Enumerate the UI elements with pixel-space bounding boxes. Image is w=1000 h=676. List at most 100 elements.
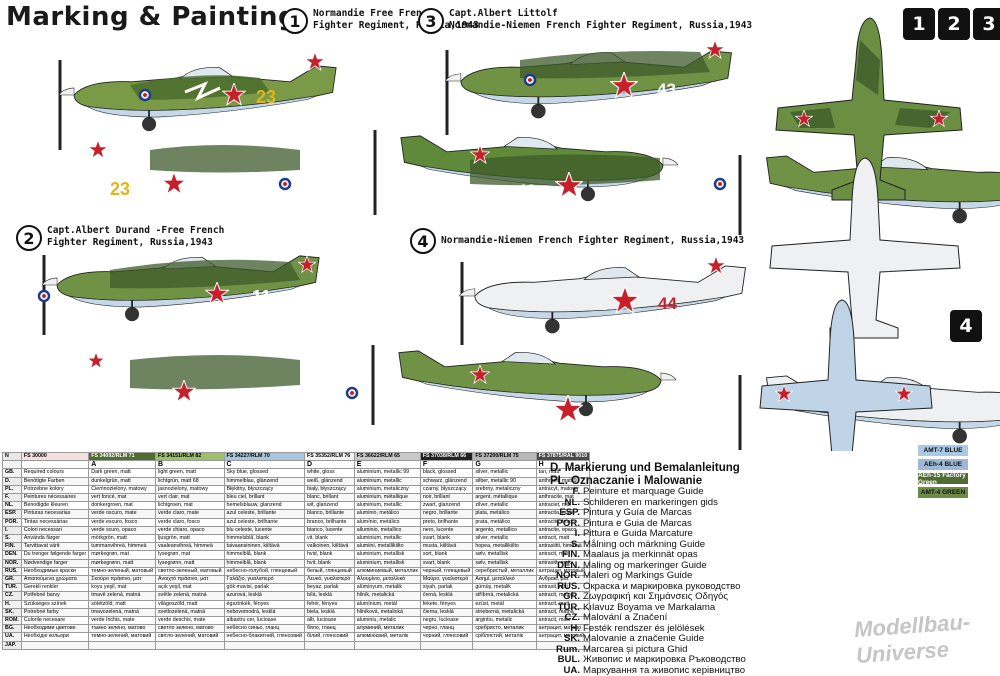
table-cell: gök mavisi, parlak (224, 584, 304, 592)
table-letter-cell: F (420, 461, 473, 469)
table-cell: tmavozelená, matná (89, 608, 156, 616)
table-cell: light green, matt (156, 469, 225, 477)
table-cell: H. (3, 600, 22, 608)
profile-scheme-3-right: 43 (470, 145, 1000, 235)
table-cell: negro, brillante (420, 510, 473, 518)
table-cell: negru, lucioase (420, 617, 473, 625)
table-letter-cell: A (89, 461, 156, 469)
table-cell: UA. (3, 633, 22, 641)
paint-swatch: AEh-4 BLUE (918, 459, 968, 470)
table-cell: mørkegrøn, mat (89, 551, 156, 559)
table-cell: himmelsblå, blank (224, 535, 304, 543)
table-header-cell: FS 37200/RLM 75 (473, 453, 536, 461)
table-header-cell: FS 30000 (21, 453, 88, 461)
table-cell: himmelblå, blank (224, 559, 304, 567)
table-header-cell: FS 37875/RAL 9010 (536, 453, 590, 461)
table-letter-cell: B (156, 461, 225, 469)
table-cell: himmelblå, blank (224, 551, 304, 559)
guide-text: Malovanie a značenie Guide (583, 633, 704, 644)
table-cell: nebovomodrá, lesklá (224, 608, 304, 616)
table-cell: alumínium, metál (354, 600, 420, 608)
guide-code: Rum. (550, 645, 580, 656)
table-cell: Required colours (21, 469, 88, 477)
table-cell: verde claro, mate (156, 510, 225, 518)
table-cell: FIN. (3, 543, 22, 551)
table-cell: Ciemnozielony, matowy (89, 485, 156, 493)
table-cell (21, 641, 88, 649)
table-cell: svetlozelená, matná (156, 608, 225, 616)
table-cell: NOR. (3, 559, 22, 567)
guide-text: Pintura e Guia de Marcas (583, 518, 692, 529)
profile-scheme-4-left: 44 (459, 256, 745, 345)
guide-text: Festék rendszer és jelölések (583, 623, 705, 634)
table-cell: albastru cer, lucioase (224, 617, 304, 625)
table-cell: biały, błyszczący (304, 485, 354, 493)
table-cell: aluminium, metallisk (354, 559, 420, 567)
guide-code: I. (550, 529, 580, 540)
table-cell: azul celeste, brilhante (224, 518, 304, 526)
table-letter-cell: C (224, 461, 304, 469)
table-cell: S. (3, 535, 22, 543)
table-cell (473, 641, 536, 649)
table-cell: schwarz, glänzend (420, 477, 473, 485)
table-cell: vit, blank (304, 535, 354, 543)
table-cell: argintiu, metalic (473, 617, 536, 625)
table-cell: Γαλάζιο, γυαλιστερό (224, 576, 304, 584)
table-cell: hliník, metalická (354, 592, 420, 600)
table-cell: zilver, metallic (473, 502, 536, 510)
table-cell: vert clair, mat (156, 494, 225, 502)
table-cell: beyaz, parlak (304, 584, 354, 592)
table-cell (89, 641, 156, 649)
table-cell: lysegrøn, mat (156, 551, 225, 559)
profile-scheme-2-right: 11 (87, 345, 675, 425)
table-cell: verde închis, mate (89, 617, 156, 625)
table-cell: Необходимые краски (21, 567, 88, 575)
table-letter-cell: D (304, 461, 354, 469)
table-header-cell: FS 36622/RLM 65 (354, 453, 420, 461)
table-cell: светло зелено, матово (156, 625, 225, 633)
paint-swatch: AEh-15 Factory Green (918, 473, 968, 484)
table-cell: сріблястий, металік (473, 633, 536, 641)
guide-code: ESP. (550, 508, 580, 519)
table-cell: Απαιτούμενα χρώματα (21, 576, 88, 584)
table-cell: BG. (3, 625, 22, 633)
table-cell: черно, гланц (420, 625, 473, 633)
paint-swatches: AMT-7 BLUE AEh-4 BLUE AEh-15 Factory Green… (918, 445, 968, 498)
table-cell: Dark green, matt (89, 469, 156, 477)
table-cell: RUS. (3, 567, 22, 575)
table-cell: égszínkék, fényes (224, 600, 304, 608)
table-header-cell: N (3, 453, 22, 461)
table-cell: темно-зелений, матовий (89, 633, 156, 641)
table-cell: silver, metallic (473, 535, 536, 543)
table-cell: aluminio, metálico (354, 510, 420, 518)
paint-swatch: AMT-7 BLUE (918, 445, 968, 456)
table-cell: aluminiu, metalic (354, 617, 420, 625)
table-cell: verde oscuro, mate (89, 510, 156, 518)
guide-item: UA.Маркування та живопис керівництво (550, 666, 746, 676)
table-cell: silber, metallic 90 (473, 477, 536, 485)
table-cell: Tarvittavat värit (21, 543, 88, 551)
table-cell: alluminio, metallico (354, 526, 420, 534)
table-cell: wit, glanzend (304, 502, 354, 510)
table-cell: stříbrná, metalická (473, 592, 536, 600)
guide-text: Marcarea și pictura Ghid (583, 644, 688, 655)
profile-scheme-1-left: 23 (59, 52, 336, 150)
table-cell: Gerekli renkler (21, 584, 88, 592)
table-cell: Необходими цветове (21, 625, 88, 633)
table-cell: черный, глянцевый (420, 567, 473, 575)
guide-text: Живопис и маркировка Ръководство (583, 654, 746, 665)
table-header-cell: FS 37038/RLM 66 (420, 453, 473, 461)
table-cell: SK. (3, 608, 22, 616)
table-cell: небесно синьо, гланц (224, 625, 304, 633)
table-cell: sötétzöld, matt (89, 600, 156, 608)
table-cell: GB. (3, 469, 22, 477)
table-cell: NL. (3, 502, 22, 510)
